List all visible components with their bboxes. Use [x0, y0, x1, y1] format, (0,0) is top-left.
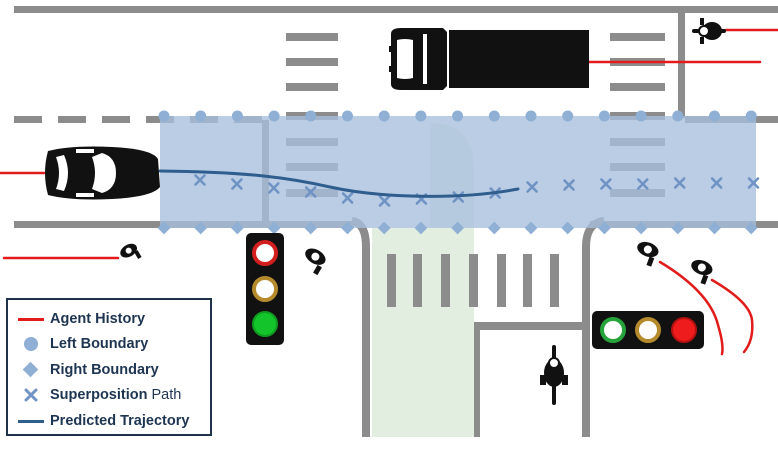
right-boundary-marker: [487, 221, 501, 235]
right-boundary-marker: [451, 221, 464, 235]
legend-label: Right Boundary: [50, 361, 159, 378]
left-boundary-marker: [525, 110, 537, 122]
superposition-marker: [341, 192, 354, 204]
left-boundary-markers: [158, 110, 757, 122]
legend-label: Superposition Path: [50, 387, 182, 404]
superposition-marker: [563, 179, 575, 191]
crosswalk-bottom: [387, 254, 559, 307]
right-boundary-marker: [304, 221, 318, 235]
bottom-road-center-bar: [472, 322, 582, 330]
superposition-marker: [231, 178, 243, 190]
left-boundary-marker: [231, 110, 243, 122]
cyclist-top-icon: [692, 18, 726, 44]
bottom-road-right-edge: [582, 247, 590, 437]
motorcyclist-icon: [540, 345, 568, 405]
bottom-road-left-edge: [362, 247, 370, 437]
left-boundary-marker: [452, 110, 464, 122]
circle-marker-icon: [16, 334, 50, 354]
vertical-traffic-light-icon: [246, 233, 284, 345]
legend-label: Left Boundary: [50, 336, 149, 353]
right-boundary-marker: [414, 221, 428, 235]
superposition-marker: [268, 182, 280, 194]
legend-item-agent-history: Agent History: [16, 306, 204, 332]
superposition-marker: [637, 178, 649, 190]
superposition-marker: [747, 177, 760, 189]
superposition-marker: [600, 178, 612, 190]
left-boundary-marker: [305, 110, 317, 122]
right-boundary-marker: [377, 221, 391, 235]
left-boundary-marker: [268, 110, 280, 122]
left-boundary-marker: [378, 110, 390, 122]
left-boundary-marker: [672, 110, 684, 122]
legend-label: Agent History: [50, 310, 146, 327]
superposition-marker: [194, 174, 206, 186]
legend-item-superposition-path: Superposition Path: [16, 383, 204, 409]
history-pedestrian-1: [658, 260, 724, 356]
right-boundary-marker: [157, 221, 171, 235]
superposition-corridor: [160, 116, 756, 228]
right-boundary-marker: [267, 221, 281, 235]
legend: Agent History Left Boundary Right Bounda…: [6, 298, 212, 436]
left-boundary-marker: [562, 110, 574, 122]
blue-line-icon: [16, 411, 50, 431]
left-boundary-marker: [709, 110, 720, 122]
left-boundary-marker: [598, 110, 610, 122]
truck-icon: [389, 28, 589, 90]
right-boundary-marker: [194, 221, 208, 235]
left-boundary-marker: [488, 110, 500, 122]
bottom-road-center-post: [472, 322, 480, 437]
right-boundary-marker: [341, 221, 354, 235]
right-boundary-marker: [231, 221, 244, 235]
superposition-marker: [304, 186, 317, 198]
left-boundary-marker: [195, 110, 207, 122]
left-boundary-marker: [158, 110, 170, 122]
superposition-path-markers: [194, 174, 760, 207]
legend-item-right-boundary: Right Boundary: [16, 357, 204, 383]
horizontal-traffic-light-icon: [592, 311, 704, 349]
left-boundary-marker: [415, 110, 427, 122]
ego-car-icon: [45, 146, 160, 200]
legend-label: Predicted Trajectory: [50, 412, 190, 429]
left-boundary-marker: [635, 110, 647, 122]
legend-item-left-boundary: Left Boundary: [16, 332, 204, 358]
left-boundary-marker: [342, 110, 353, 122]
top-road-edge: [14, 6, 778, 13]
pedestrian-center-icon: [305, 248, 326, 276]
diamond-marker-icon: [16, 360, 50, 380]
superposition-marker: [673, 177, 686, 189]
agent-histories: [0, 28, 778, 356]
superposition-marker: [526, 181, 538, 193]
legend-item-predicted-trajectory: Predicted Trajectory: [16, 408, 204, 434]
red-line-icon: [16, 309, 50, 329]
x-marker-icon: [16, 385, 50, 405]
superposition-marker: [378, 195, 391, 207]
history-pedestrian-2: [710, 278, 754, 354]
pedestrian-left-icon: [120, 243, 142, 260]
predicted-trajectory: [158, 169, 520, 198]
left-boundary-marker: [745, 110, 757, 122]
superposition-marker: [710, 177, 723, 189]
pedestrian-right-1-icon: [637, 241, 659, 267]
pedestrian-right-2-icon: [691, 259, 713, 285]
